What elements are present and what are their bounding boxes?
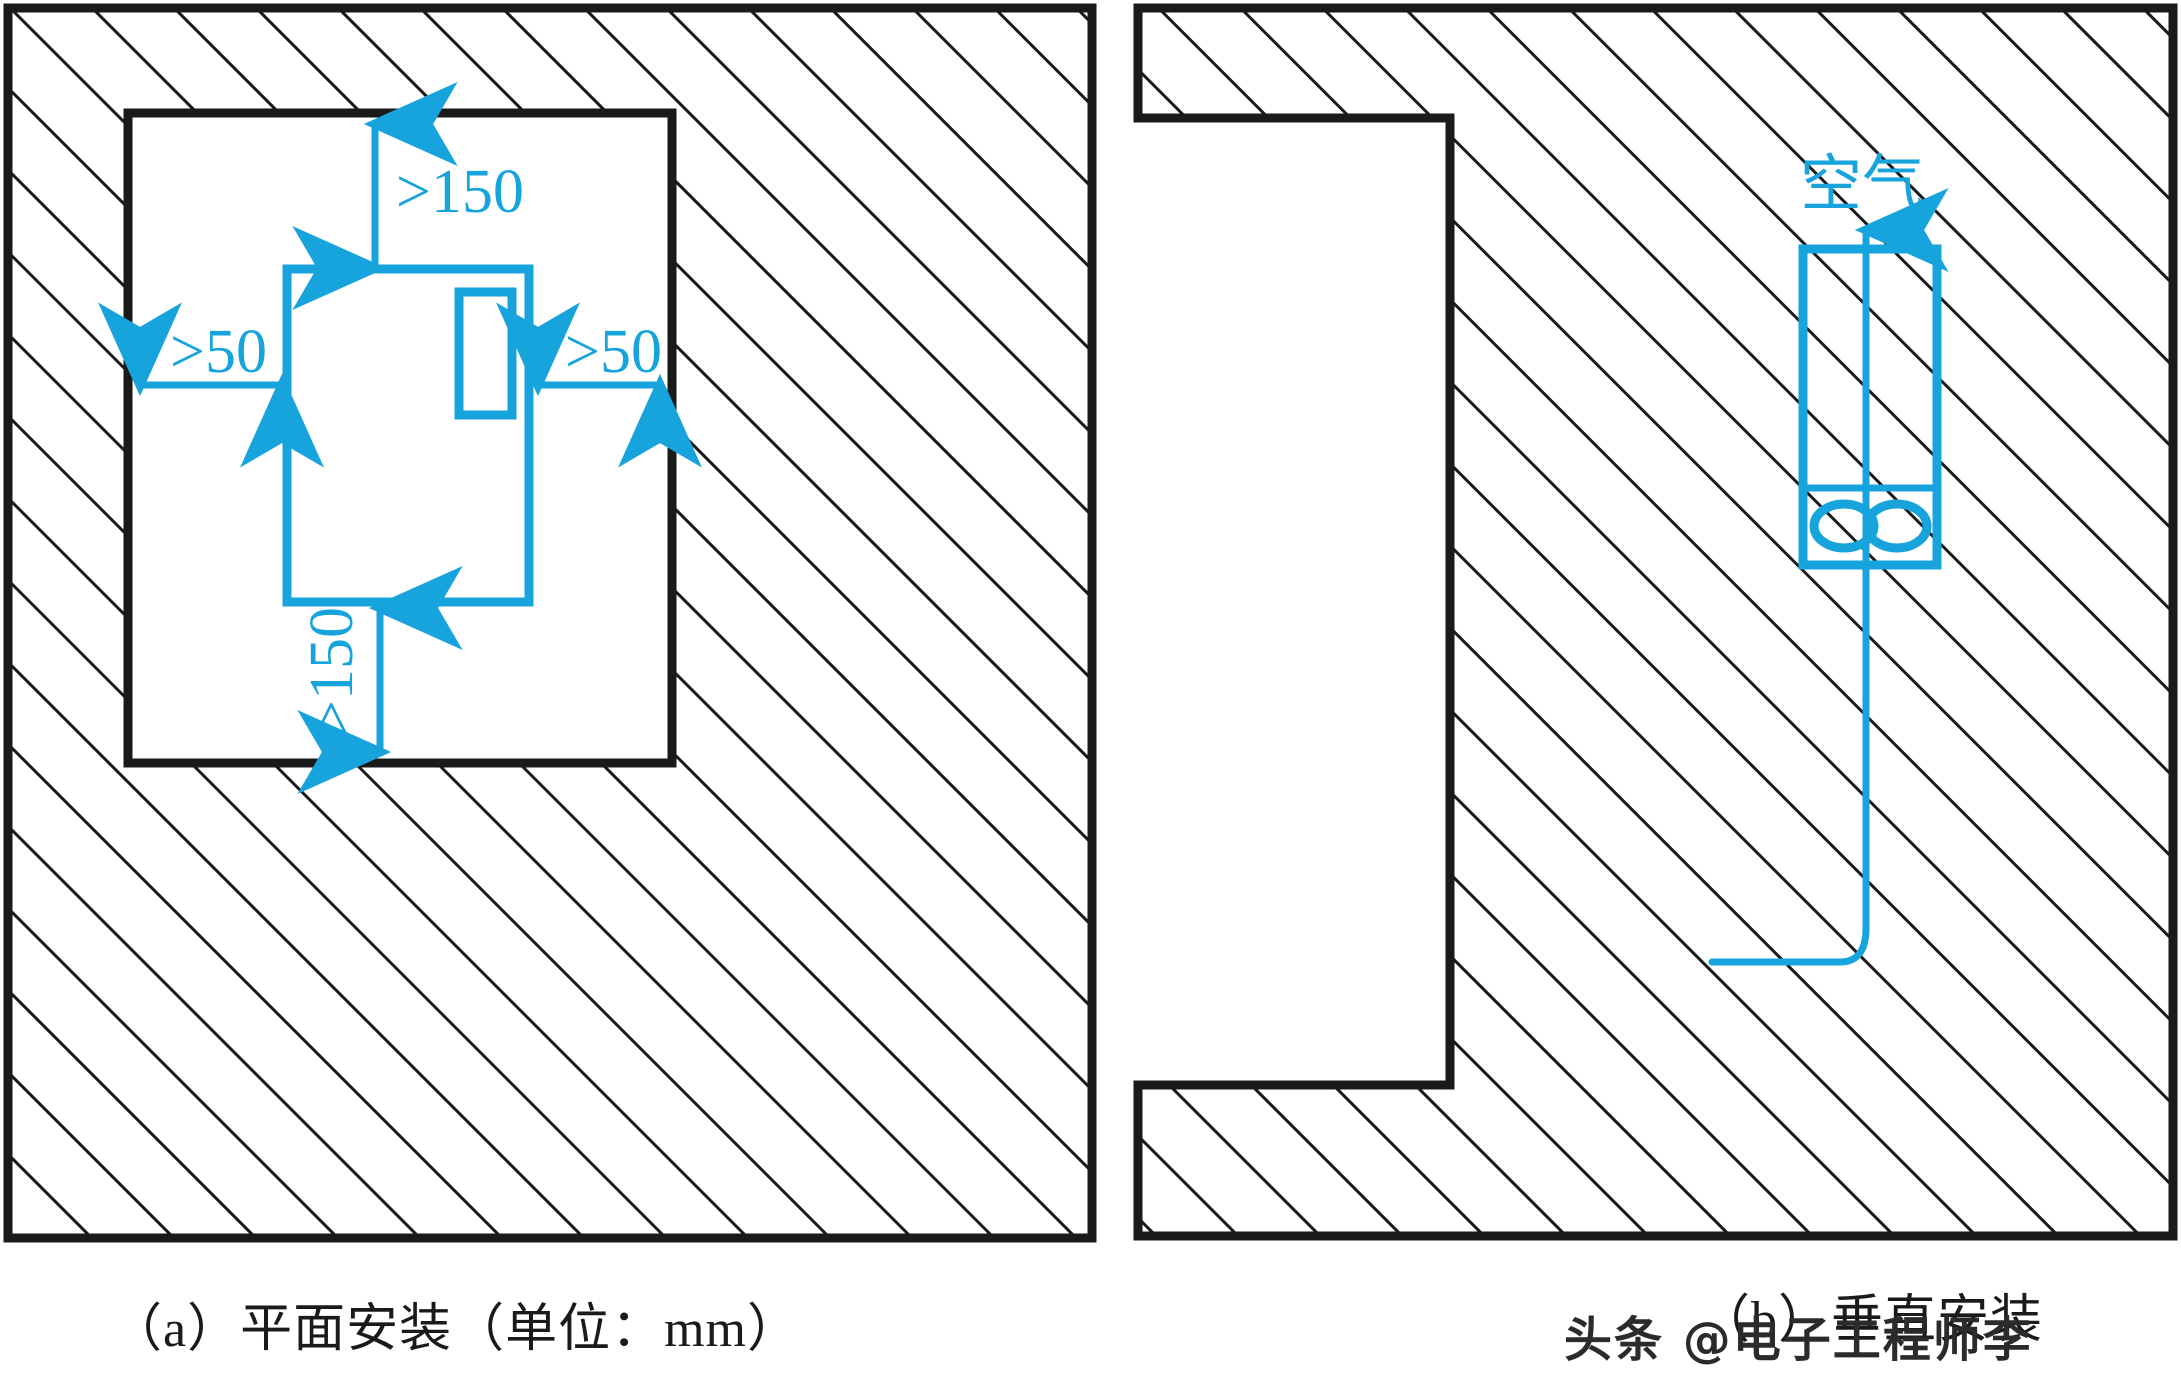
panel-b-group: 空气 (1133, 3, 2178, 1241)
watermark-text: 头条 @电子工程师李 (1564, 1312, 2033, 1368)
fan-icon (1809, 499, 1932, 553)
dimension-label-right: >50 (565, 318, 662, 386)
panel-a-group: >150 >150 >50 >50 (3, 3, 1097, 1243)
caption-panel-a: （a）平面安装（单位：mm） (110, 1301, 800, 1358)
dimension-label-top: >150 (396, 158, 524, 226)
device-terminal-block-a (454, 287, 517, 420)
dimension-label-left: >50 (170, 318, 267, 386)
device-outline-b (1798, 244, 1942, 570)
air-label: 空气 (1800, 147, 1924, 220)
wall-hatched-b (1133, 3, 2178, 1241)
airflow-path (1708, 188, 1949, 966)
caption-panel-b: （b）垂直安装 (1698, 1292, 2044, 1349)
dimension-label-bottom: >150 (298, 607, 366, 735)
wall-hatched-a (3, 3, 1097, 1243)
